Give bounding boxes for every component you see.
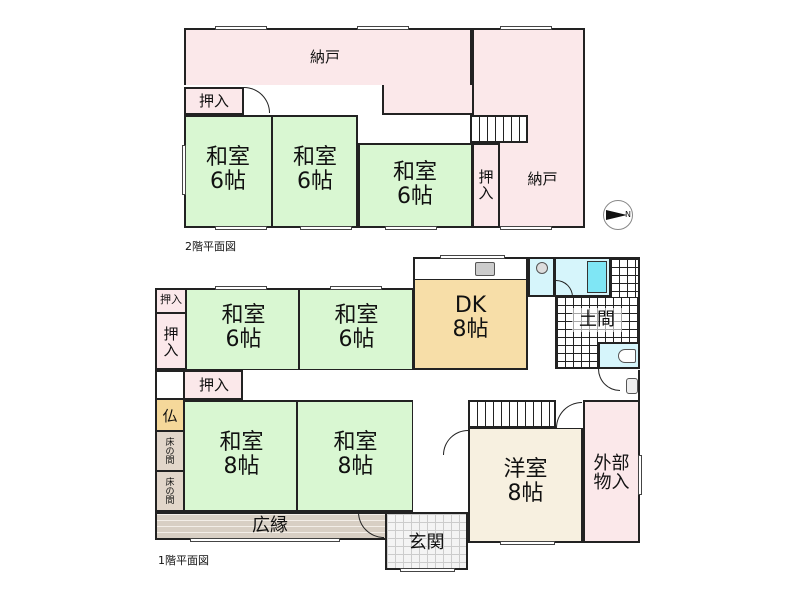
window-2f-bottom-3: [385, 226, 437, 230]
door-swing-youshitsu-top: [556, 402, 582, 428]
compass-north-label: N: [625, 210, 631, 219]
caption-floor1: 1階平面図: [158, 554, 209, 567]
room-butsudan: [155, 400, 185, 432]
window-1f-top-2: [330, 286, 382, 290]
window-1f-bottom-youshitsu: [500, 541, 555, 545]
room-nando-top: [184, 28, 472, 85]
room-genkan: [385, 512, 468, 570]
room-oshiire-1f-hall: [185, 370, 243, 400]
hall-entrance[interactable]: [413, 400, 468, 512]
room-youshitsu: [468, 428, 583, 543]
window-1f-top-3: [440, 255, 505, 259]
room-hiroen: [155, 512, 388, 540]
room-oshiire-1f-small: [155, 288, 187, 313]
room-tokonoma-2: [155, 472, 185, 512]
room-washitsu-1f-a: [187, 288, 300, 370]
window-2f-bottom-1: [215, 226, 267, 230]
room-washitsu-1f-b: [300, 288, 413, 370]
window-2f-top-1: [215, 26, 267, 30]
window-2f-bottom-2: [300, 226, 352, 230]
window-1f-bottom-genkan: [400, 568, 455, 572]
kitchen-counter: [415, 259, 526, 280]
window-1f-top-1: [215, 286, 267, 290]
compass-arrow-icon: [606, 210, 627, 220]
room-nando-top-ext: [382, 85, 472, 115]
washbasin-hall-icon: [626, 378, 638, 394]
washbasin-icon: [536, 262, 548, 274]
room-oshiire-2f-b: [472, 143, 500, 228]
stairs-1f[interactable]: [468, 400, 556, 428]
room-washitsu-2f-2: [272, 115, 358, 228]
room-tokonoma-1: [155, 432, 185, 472]
room-oshiire-1f-left: [155, 313, 187, 370]
room-washitsu-2f-3: [358, 143, 472, 228]
window-2f-top-2: [357, 26, 409, 30]
stairs-2f[interactable]: [470, 115, 528, 143]
toilet-icon: [618, 349, 636, 363]
room-doma-upper: [611, 257, 640, 297]
window-2f-w1: [182, 145, 186, 195]
compass: N: [603, 200, 633, 230]
room-washitsu-1f-d: [298, 400, 413, 512]
window-2f-top-3: [500, 26, 552, 30]
bathtub-icon: [587, 261, 607, 293]
window-1f-right: [638, 455, 642, 495]
room-washitsu-2f-1: [184, 115, 272, 228]
room-gaibu-monoire: [583, 400, 640, 543]
caption-floor2: 2階平面図: [185, 240, 236, 253]
room-oshiire-2f-a: [184, 87, 244, 115]
room-washitsu-1f-c: [185, 400, 298, 512]
kitchen-sink-icon: [475, 262, 495, 276]
window-1f-bottom-hiroen: [190, 538, 340, 542]
window-2f-bottom-4: [500, 226, 552, 230]
room-closet-corner: [155, 370, 185, 400]
